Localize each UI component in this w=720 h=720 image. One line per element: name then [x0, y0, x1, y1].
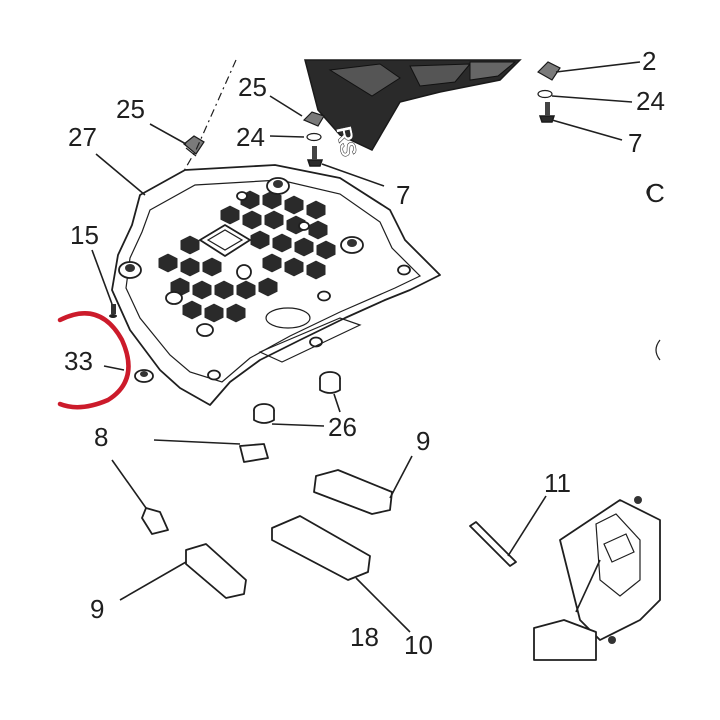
- callout-24-right: 24: [636, 86, 665, 116]
- callout-24-center: 24: [236, 122, 265, 152]
- partial-shape-right: [646, 185, 651, 199]
- fastener-stack-right: [537, 61, 561, 123]
- callout-2x-right: 2: [642, 46, 656, 76]
- callout-26: 26: [328, 412, 357, 442]
- callout-labels: 25 27 15 33 25 24 7 2 24 7 26 8 9 9 11 1…: [64, 46, 665, 660]
- tail-fairing-part: RS: [304, 59, 522, 159]
- callout-25-center: 25: [238, 72, 267, 102]
- callout-partial-c: C: [646, 178, 665, 208]
- strip-11: [469, 521, 517, 567]
- partial-shape-right-2: [655, 339, 661, 361]
- callout-27: 27: [68, 122, 97, 152]
- callout-10: 10: [404, 630, 433, 660]
- callout-9-upper: 9: [416, 426, 430, 456]
- callout-7-right: 7: [628, 128, 642, 158]
- pad-9-lower: [185, 543, 247, 599]
- pad-8-small: [239, 443, 269, 463]
- grommets-26: [253, 371, 341, 424]
- callout-7-center: 7: [396, 180, 410, 210]
- fastener-stack-center: [302, 111, 325, 167]
- callout-18: 18: [350, 622, 379, 652]
- callout-8: 8: [94, 422, 108, 452]
- fairing-logo: RS: [331, 124, 362, 159]
- mounting-plate-part: [111, 164, 441, 406]
- callout-25-left: 25: [116, 94, 145, 124]
- bracket-lower-right: [533, 496, 661, 661]
- clip-25-left: [183, 135, 205, 157]
- callout-11: 11: [544, 468, 571, 498]
- rubber-nut-left: [134, 369, 154, 383]
- pad-8-small-lower: [141, 507, 169, 535]
- highlight-circle-33: [57, 311, 131, 410]
- callout-33: 33: [64, 346, 93, 376]
- leader-lines: [91, 61, 641, 633]
- callout-15: 15: [70, 220, 99, 250]
- callout-9-lower: 9: [90, 594, 104, 624]
- hexagon-grid-pattern: [157, 189, 337, 324]
- pad-10: [271, 515, 371, 581]
- mounting-posts: [118, 177, 411, 381]
- pad-9-upper: [313, 469, 393, 515]
- screw-15: [109, 304, 117, 318]
